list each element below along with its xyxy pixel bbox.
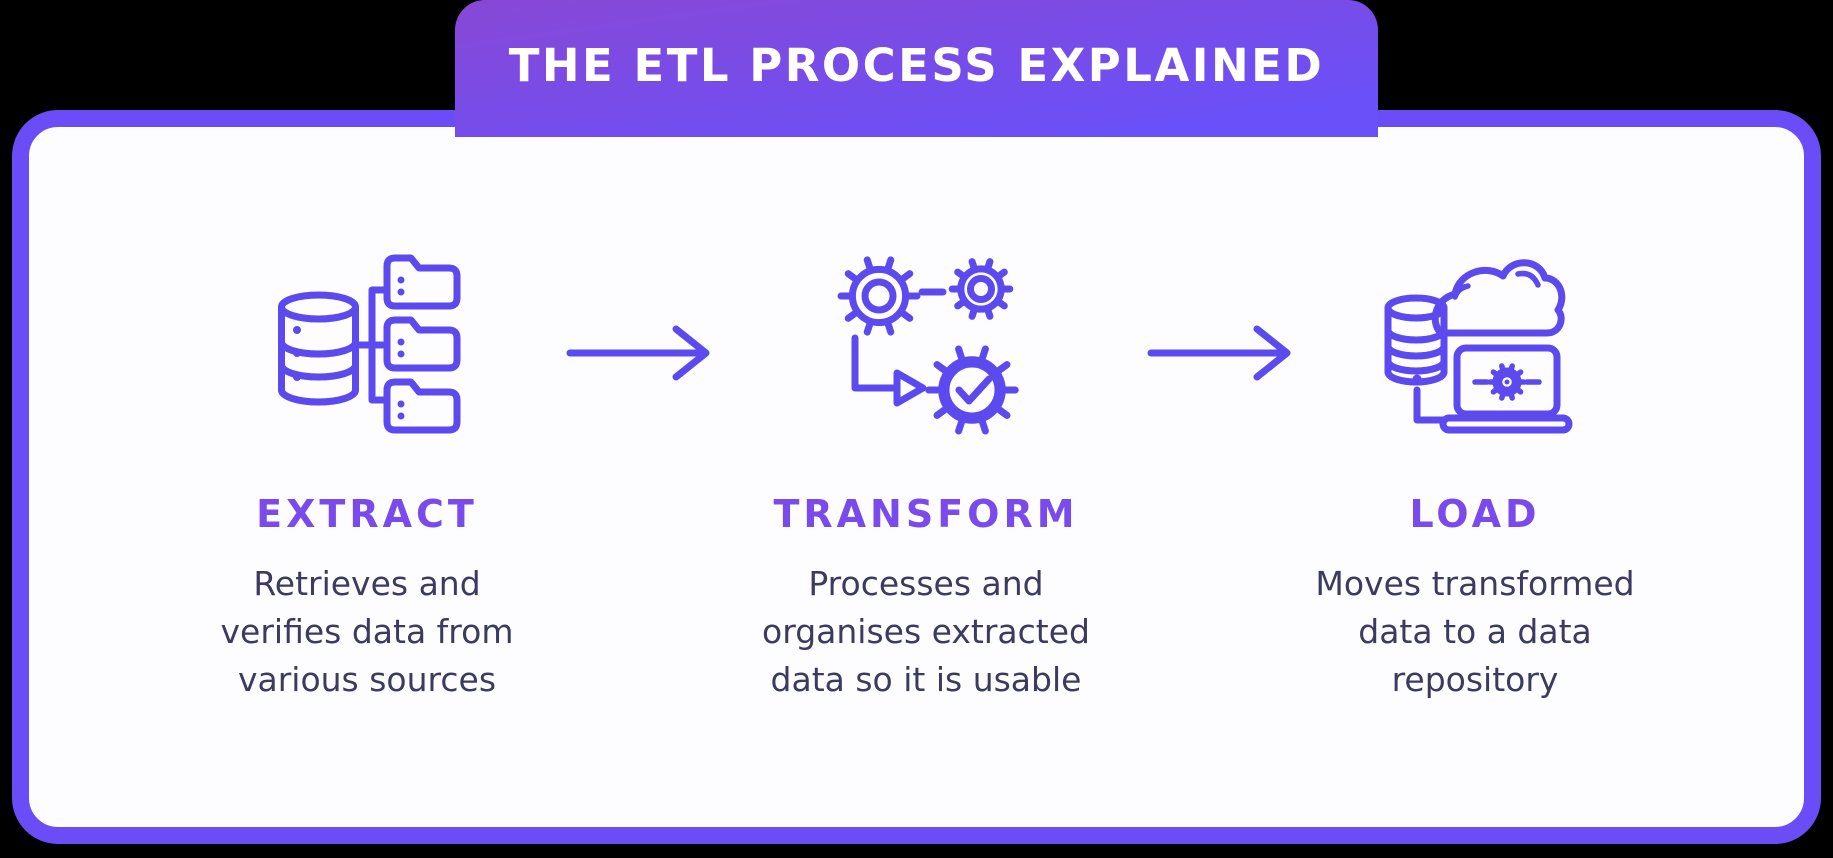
database-folders-icon xyxy=(278,254,461,434)
gears-workflow-icon xyxy=(835,250,1025,445)
gear-check xyxy=(929,349,1015,431)
laptop xyxy=(1439,344,1573,434)
folder-middle xyxy=(383,316,461,372)
step-extract-description: Retrieves and verifies data from various… xyxy=(220,564,514,699)
cloud xyxy=(1431,259,1566,337)
connector-lines xyxy=(352,286,391,404)
step-transform: TRANSFORM Processes and organises extrac… xyxy=(746,494,1106,704)
folder-top xyxy=(383,254,461,310)
step-extract-label: EXTRACT xyxy=(256,492,478,536)
content-card xyxy=(12,110,1821,844)
folder-bottom xyxy=(383,378,461,434)
connector-lines xyxy=(1412,374,1447,424)
step-extract: EXTRACT Retrieves and verifies data from… xyxy=(187,494,547,704)
title-banner: THE ETL PROCESS EXPLAINED xyxy=(455,0,1378,137)
cloud-database-laptop-icon xyxy=(1384,259,1573,434)
database-cylinder xyxy=(1384,294,1448,386)
step-load-description: Moves transformed data to a data reposit… xyxy=(1315,564,1635,699)
step-load: LOAD Moves transformed data to a data re… xyxy=(1295,494,1655,704)
elbow-arrow xyxy=(851,334,899,392)
step-transform-description: Processes and organises extracted data s… xyxy=(762,564,1090,699)
step-load-label: LOAD xyxy=(1409,492,1541,536)
gear-large xyxy=(841,260,917,332)
gear-small xyxy=(952,262,1010,317)
arrow-right-icon xyxy=(1147,325,1291,381)
arrow-right-icon xyxy=(566,325,710,381)
elbow-arrow-head xyxy=(893,369,927,407)
database-cylinder xyxy=(278,291,359,406)
page-title: THE ETL PROCESS EXPLAINED xyxy=(508,39,1325,92)
step-transform-label: TRANSFORM xyxy=(773,492,1079,536)
